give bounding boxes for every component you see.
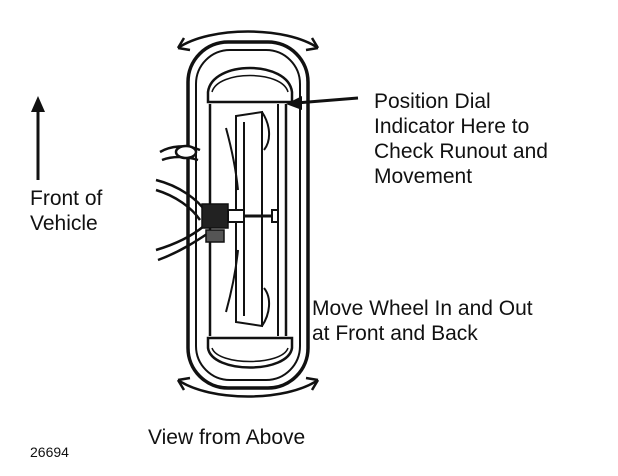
dial-indicator-pointer [286, 96, 359, 110]
motion-arrow-bottom [176, 376, 320, 398]
figure-number: 26694 [30, 444, 69, 460]
move-wheel-label: Move Wheel In and Out at Front and Back [312, 297, 533, 345]
front-of-vehicle-label: Front of Vehicle [30, 187, 103, 235]
dial-indicator-label: Position Dial Indicator Here to Check Ru… [374, 90, 548, 188]
hub-spindle [201, 203, 279, 243]
suspension-arms [155, 144, 211, 262]
view-caption: View from Above [148, 426, 306, 449]
motion-arrow-top [176, 30, 320, 52]
front-direction-arrow [31, 96, 45, 180]
